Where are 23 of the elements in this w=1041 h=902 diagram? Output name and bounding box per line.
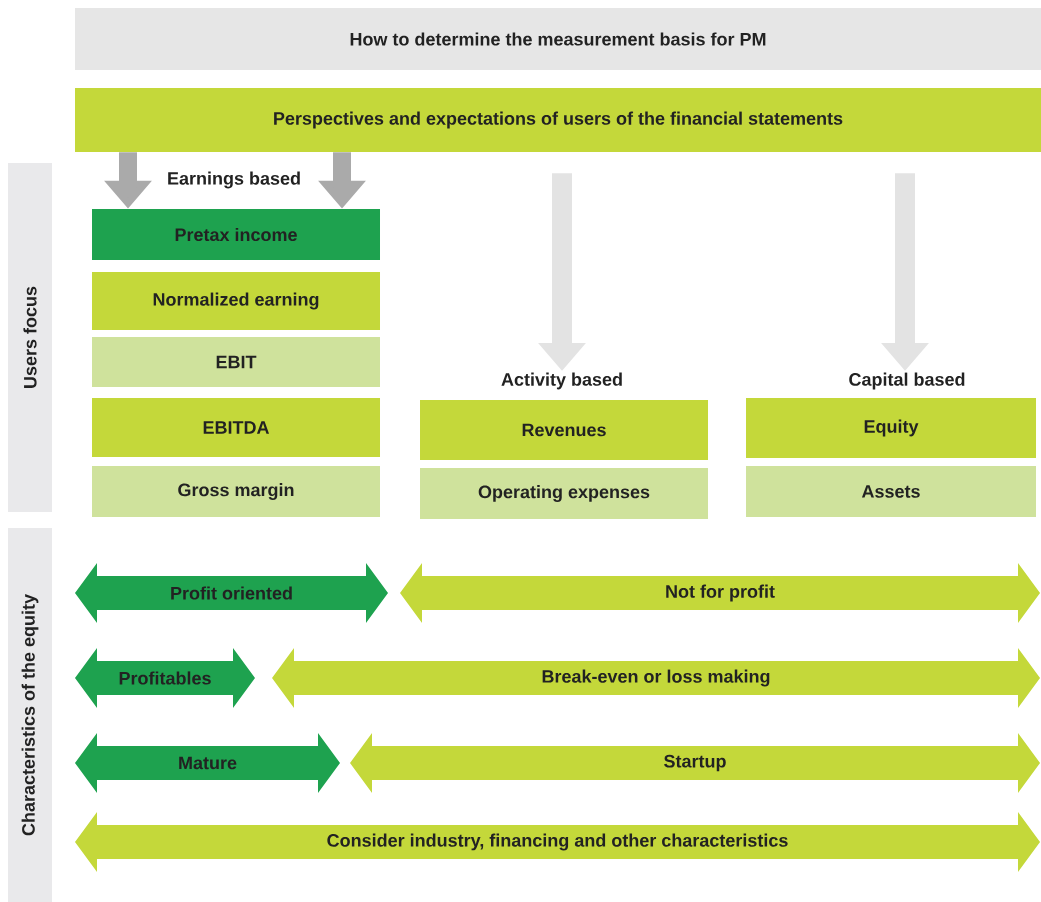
measure-box: Equity bbox=[746, 398, 1036, 458]
column-heading: Capital based bbox=[849, 372, 965, 390]
column-heading: Activity based bbox=[501, 372, 622, 390]
double-headed-banner: Profitables bbox=[75, 648, 255, 708]
measure-box: Operating expenses bbox=[420, 468, 708, 519]
double-headed-banner: Not for profit bbox=[400, 563, 1040, 623]
measure-box: Gross margin bbox=[92, 466, 380, 517]
measure-box: Pretax income bbox=[92, 209, 380, 260]
double-headed-banner: Break-even or loss making bbox=[272, 648, 1040, 708]
measure-box: EBIT bbox=[92, 337, 380, 387]
measure-box: EBITDA bbox=[92, 398, 380, 457]
column-heading: Earnings based bbox=[168, 171, 300, 189]
title-band: How to determine the measurement basis for PM bbox=[75, 8, 1041, 70]
side-band: Users focus bbox=[8, 163, 52, 512]
double-headed-banner: Mature bbox=[75, 733, 340, 793]
double-headed-banner: Profit oriented bbox=[75, 563, 388, 623]
double-headed-banner: Consider industry, financing and other characteristics bbox=[75, 812, 1040, 872]
measure-box: Normalized earning bbox=[92, 272, 380, 330]
double-headed-banner: Startup bbox=[350, 733, 1040, 793]
side-band: Characteristics of the equity bbox=[8, 528, 52, 902]
measure-box: Revenues bbox=[420, 400, 708, 460]
header-band: Perspectives and expectations of users of the financial statements bbox=[75, 88, 1041, 152]
measure-box: Assets bbox=[746, 466, 1036, 517]
